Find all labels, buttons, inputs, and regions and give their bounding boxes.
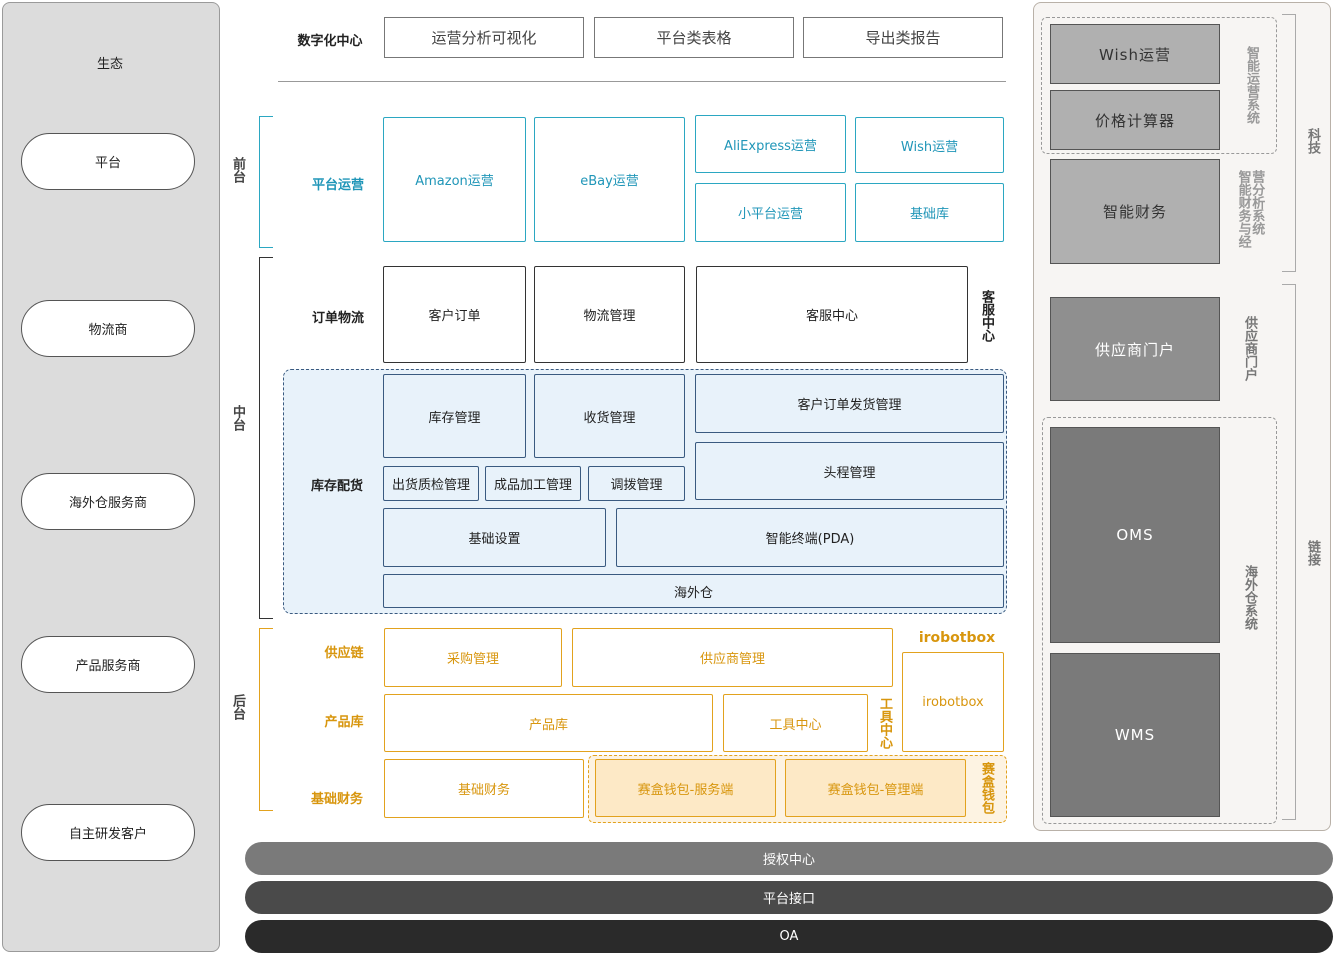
basic-finance-label: 基础财务 (310, 791, 363, 807)
smart-finance-box[interactable]: 智能财务 (1050, 159, 1220, 264)
aliexpress-ops-box[interactable]: AliExpress运营 (695, 115, 846, 173)
front-tier-label: 前台 (230, 157, 245, 183)
irobotbox-title: irobotbox (918, 630, 996, 646)
purchase-mgmt-box[interactable]: 采购管理 (384, 628, 562, 687)
product-library-label: 产品库 (324, 714, 364, 730)
finance-analysis-vertical-label: 智能财务与经营分析系统 (1235, 170, 1265, 248)
logistics-mgmt-box[interactable]: 物流管理 (534, 266, 685, 363)
eco-item-product-service[interactable]: 产品服务商 (21, 636, 195, 693)
overseas-warehouse-box[interactable]: 海外仓 (383, 574, 1004, 608)
tool-center-box[interactable]: 工具中心 (723, 694, 868, 752)
platform-api-bar[interactable]: 平台接口 (245, 881, 1333, 914)
processing-mgmt-box[interactable]: 成品加工管理 (485, 466, 581, 501)
oa-bar[interactable]: OA (245, 920, 1333, 953)
smart-ops-group (1041, 17, 1277, 154)
customer-order-box[interactable]: 客户订单 (383, 266, 526, 363)
service-center-box[interactable]: 客服中心 (696, 266, 968, 363)
digital-center-label: 数字化中心 (297, 33, 363, 49)
tool-center-vertical-label: 工具中心 (877, 697, 892, 749)
wallet-admin-box[interactable]: 赛盒钱包-管理端 (785, 759, 966, 817)
wms-box[interactable]: WMS (1050, 653, 1220, 817)
overseas-wh-system-vertical-label: 海外仓系统 (1242, 565, 1257, 630)
qc-mgmt-box[interactable]: 出货质检管理 (383, 466, 479, 501)
warehouse-label: 库存配货 (310, 478, 363, 494)
supplier-portal-box[interactable]: 供应商门户 (1050, 297, 1220, 401)
order-shipping-mgmt-box[interactable]: 客户订单发货管理 (695, 374, 1004, 433)
smart-ops-vertical-label: 智能运营系统 (1244, 46, 1259, 124)
tech-bracket (1282, 14, 1296, 272)
front-bracket (259, 116, 273, 248)
amazon-ops-box[interactable]: Amazon运营 (383, 117, 526, 242)
eco-item-platform[interactable]: 平台 (21, 133, 195, 190)
order-logistics-label: 订单物流 (311, 310, 364, 326)
base-settings-box[interactable]: 基础设置 (383, 508, 606, 567)
supply-chain-label: 供应链 (324, 645, 364, 661)
tech-vertical-label: 科技 (1305, 128, 1320, 154)
ecosystem-title: 生态 (96, 56, 123, 72)
eco-item-overseas-warehouse[interactable]: 海外仓服务商 (21, 473, 195, 530)
base-library-box[interactable]: 基础库 (855, 183, 1004, 242)
platform-tables-button[interactable]: 平台类表格 (594, 17, 794, 58)
small-platform-ops-box[interactable]: 小平台运营 (695, 183, 846, 242)
eco-item-logistics[interactable]: 物流商 (21, 300, 195, 357)
back-bracket (259, 628, 273, 811)
inventory-mgmt-box[interactable]: 库存管理 (383, 374, 526, 458)
middle-bracket (259, 257, 273, 619)
ops-visualization-button[interactable]: 运营分析可视化 (384, 17, 584, 58)
service-center-vertical-label: 客服中心 (979, 290, 994, 342)
irobotbox-box[interactable]: irobotbox (902, 652, 1004, 752)
product-lib-box[interactable]: 产品库 (384, 694, 713, 752)
ebay-ops-box[interactable]: eBay运营 (534, 117, 685, 242)
wallet-vertical-label: 赛盒钱包 (979, 762, 994, 814)
supplier-portal-vertical-label: 供应商门户 (1242, 316, 1257, 381)
export-reports-button[interactable]: 导出类报告 (803, 17, 1003, 58)
eco-item-self-dev[interactable]: 自主研发客户 (21, 804, 195, 861)
wallet-server-box[interactable]: 赛盒钱包-服务端 (595, 759, 776, 817)
link-bracket (1282, 284, 1296, 820)
basic-finance-box[interactable]: 基础财务 (384, 759, 584, 818)
wish-ops-box[interactable]: Wish运营 (855, 117, 1004, 173)
oms-box[interactable]: OMS (1050, 427, 1220, 643)
first-leg-mgmt-box[interactable]: 头程管理 (695, 442, 1004, 500)
supplier-mgmt-box[interactable]: 供应商管理 (572, 628, 893, 687)
transfer-mgmt-box[interactable]: 调拨管理 (588, 466, 685, 501)
back-tier-label: 后台 (230, 694, 245, 720)
pda-terminal-box[interactable]: 智能终端(PDA) (616, 508, 1004, 567)
price-calculator-box[interactable]: 价格计算器 (1050, 90, 1220, 150)
platform-ops-label: 平台运营 (311, 177, 364, 193)
digital-divider (278, 81, 1006, 82)
receiving-mgmt-box[interactable]: 收货管理 (534, 374, 685, 458)
middle-tier-label: 中台 (230, 405, 245, 431)
overseas-wh-system-group (1042, 417, 1277, 824)
auth-center-bar[interactable]: 授权中心 (245, 842, 1333, 875)
wish-ops-system-box[interactable]: Wish运营 (1050, 24, 1220, 84)
link-vertical-label: 链接 (1305, 540, 1320, 566)
